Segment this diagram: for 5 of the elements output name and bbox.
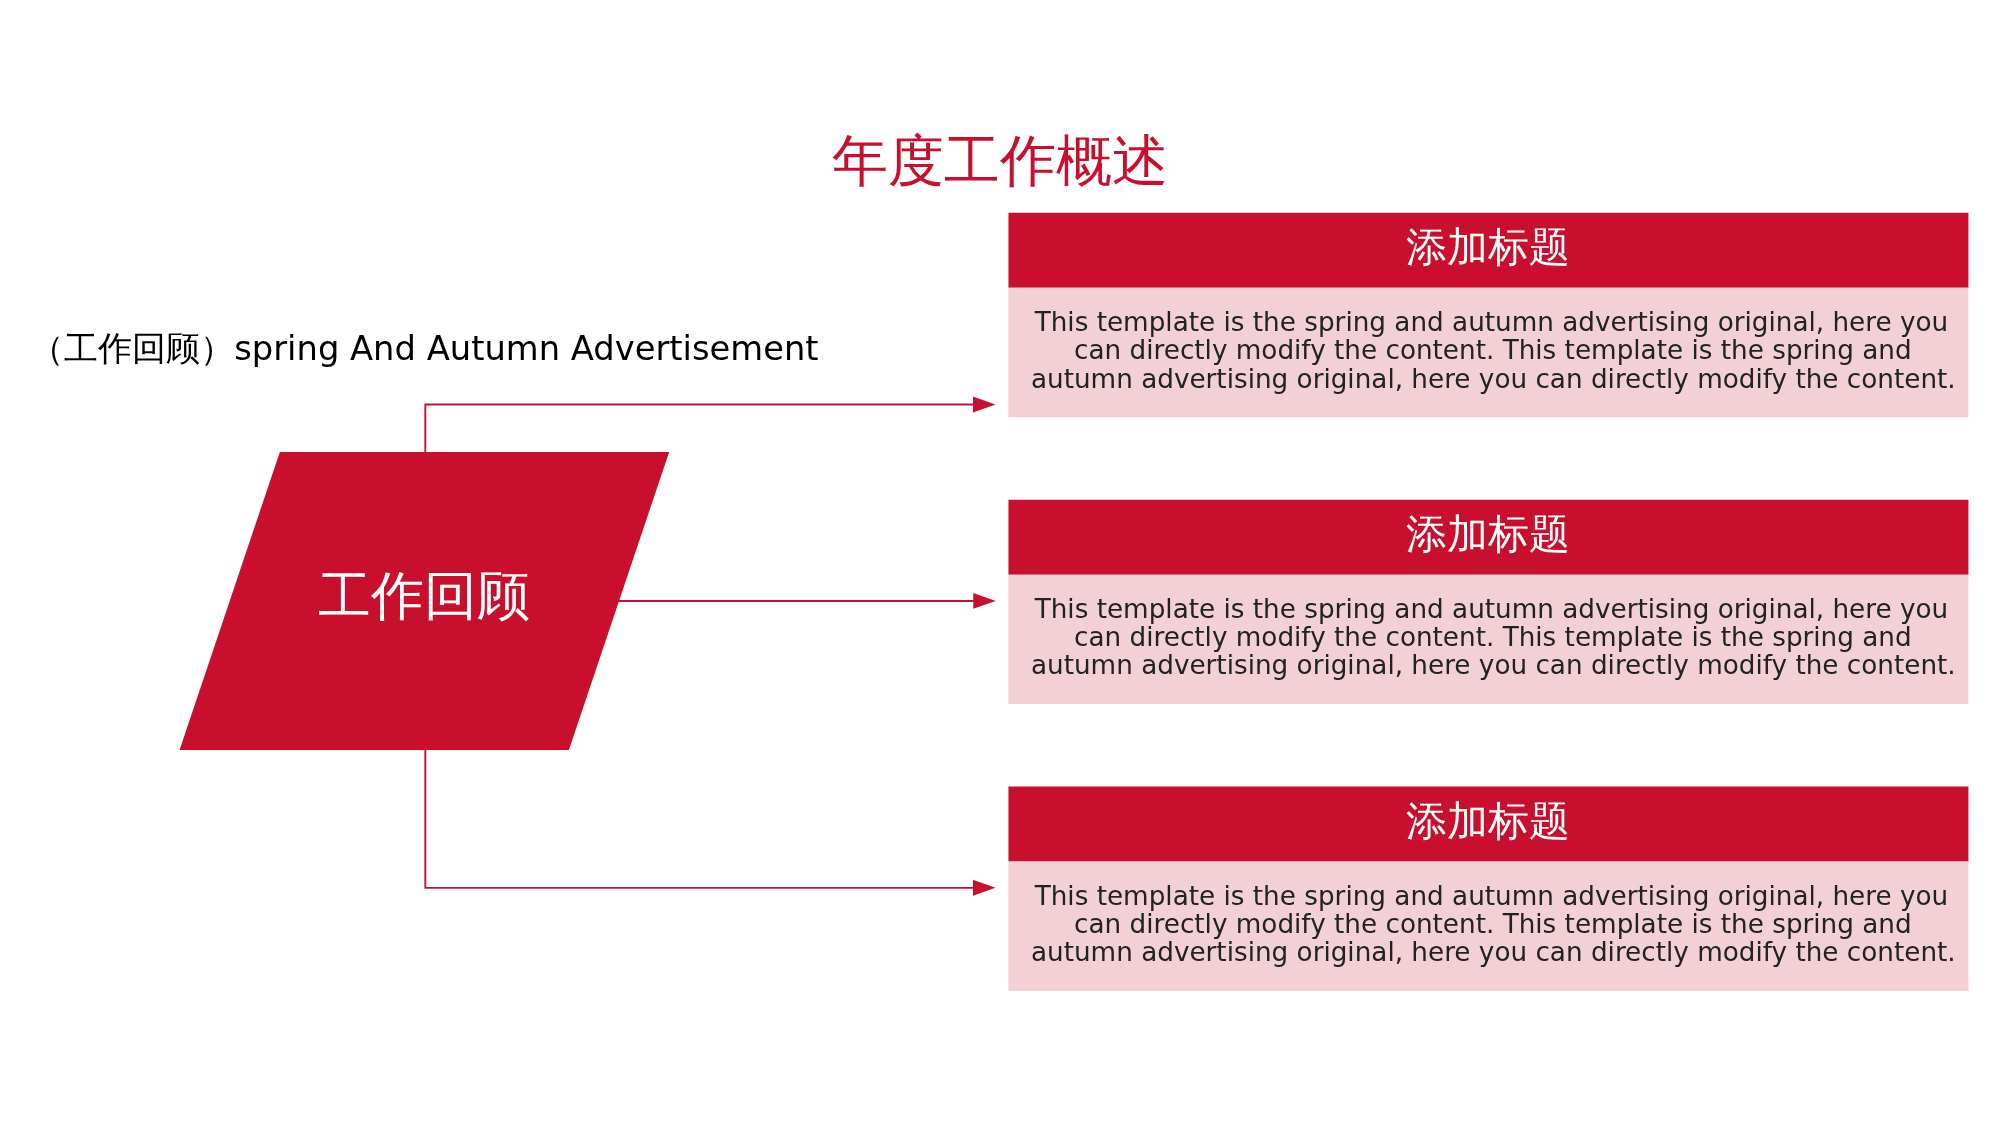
diagram-title: 年度工作概述 xyxy=(832,128,1168,193)
arrow xyxy=(424,748,996,896)
arrow xyxy=(424,396,996,454)
label: （工作回顾）spring And Autumn Advertisement xyxy=(30,328,819,368)
arrow xyxy=(617,593,996,609)
